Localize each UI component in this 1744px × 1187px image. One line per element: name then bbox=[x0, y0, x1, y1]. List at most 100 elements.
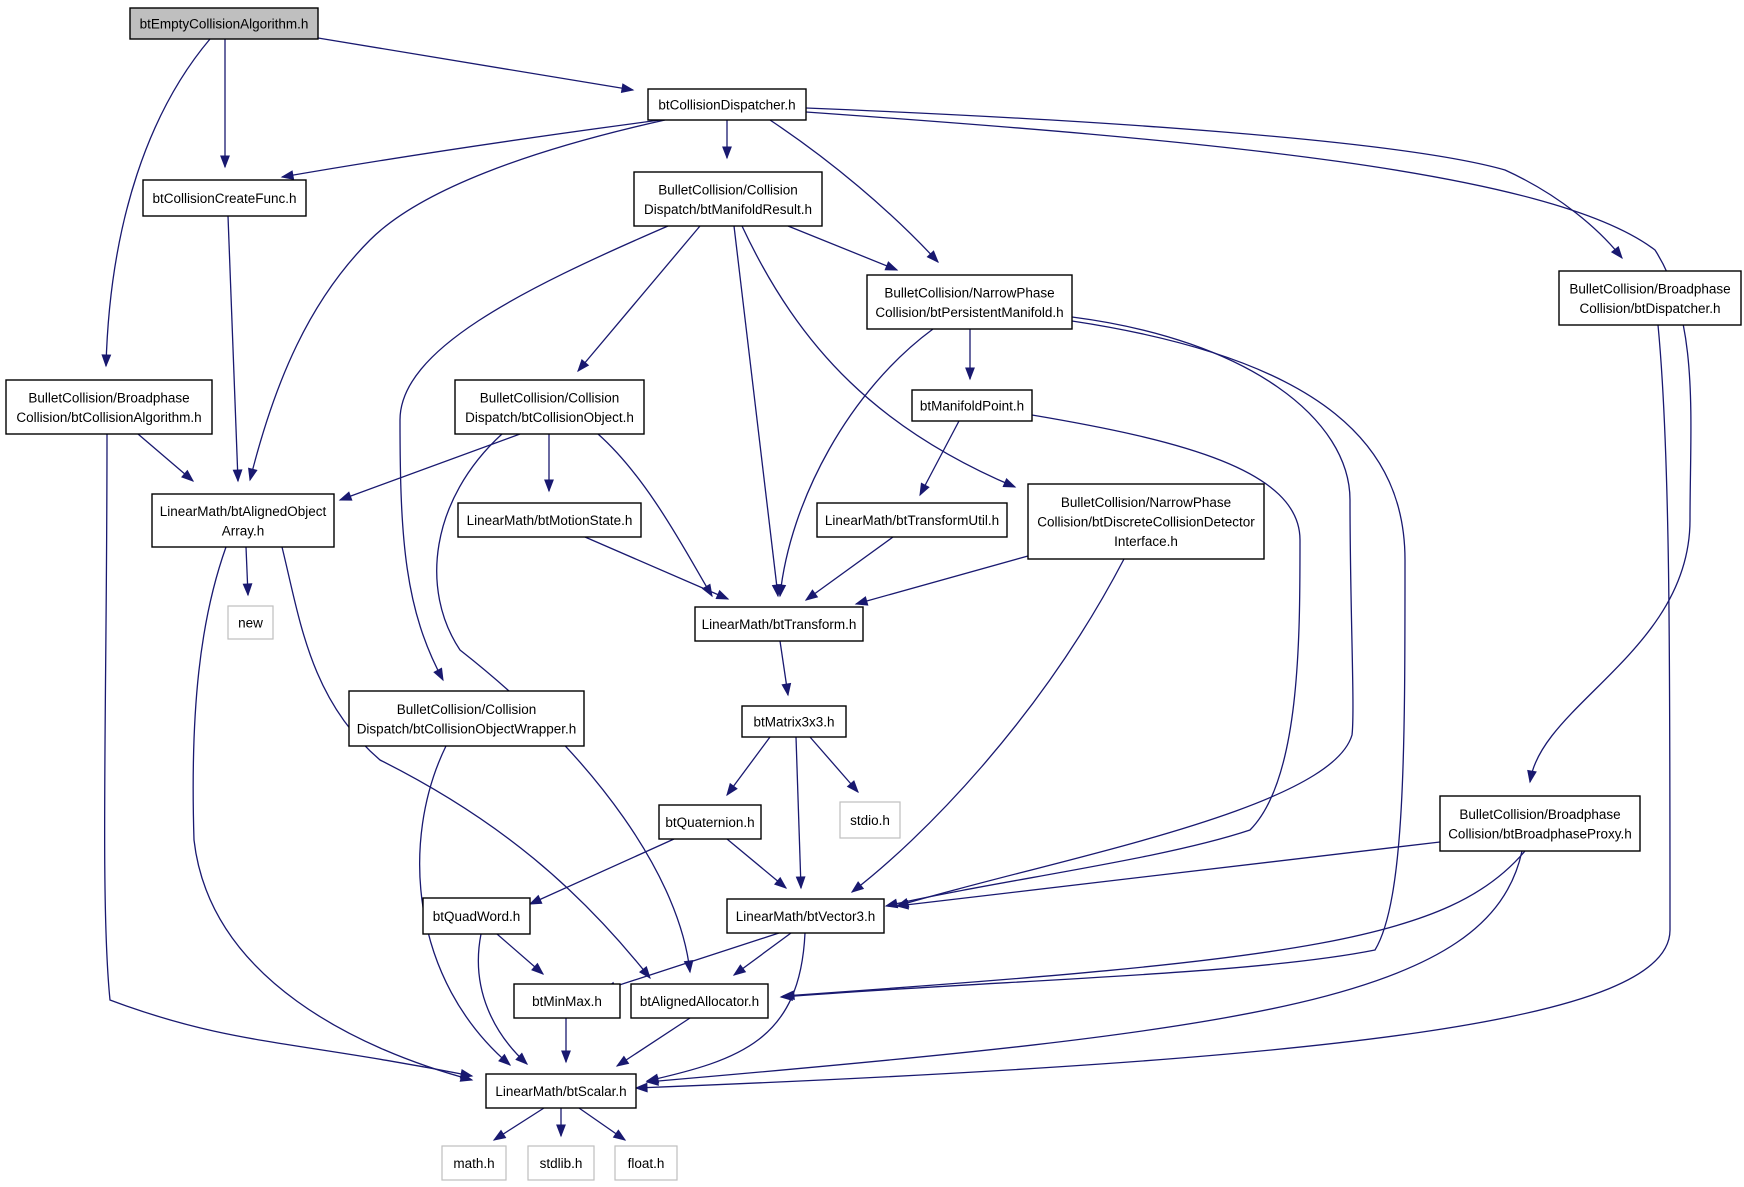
node-allocator[interactable]: btAlignedAllocator.h bbox=[630, 983, 769, 1019]
node-label: Collision/btCollisionAlgorithm.h bbox=[16, 410, 201, 425]
edge-dispatcher-to-alignedarray bbox=[248, 119, 666, 482]
node-label: BulletCollision/NarrowPhase bbox=[884, 285, 1054, 300]
edge-scalar-to-math bbox=[492, 1107, 545, 1141]
node-label: stdlib.h bbox=[540, 1156, 583, 1171]
node-quaternion[interactable]: btQuaternion.h bbox=[658, 804, 762, 840]
edge-layer bbox=[101, 37, 1692, 1141]
edge-dispatcher-to-bpdispatcher bbox=[805, 107, 1623, 260]
edge-minmax-to-scalar bbox=[561, 1018, 571, 1064]
edge-collobject-to-alignedarray bbox=[338, 433, 521, 501]
edge-scalar-to-float bbox=[578, 1107, 627, 1141]
node-transform[interactable]: LinearMath/btTransform.h bbox=[694, 606, 864, 642]
node-label: LinearMath/btScalar.h bbox=[495, 1084, 626, 1099]
node-manifoldresult[interactable]: BulletCollision/CollisionDispatch/btMani… bbox=[633, 171, 823, 227]
node-label: btAlignedAllocator.h bbox=[640, 994, 759, 1009]
edge-manifoldpoint-to-transformutil bbox=[919, 420, 960, 497]
node-createfunc[interactable]: btCollisionCreateFunc.h bbox=[142, 179, 307, 217]
node-label: btMatrix3x3.h bbox=[753, 715, 834, 730]
node-vector3[interactable]: LinearMath/btVector3.h bbox=[726, 898, 885, 934]
edge-motionstate-to-transform bbox=[584, 536, 730, 600]
node-label: LinearMath/btMotionState.h bbox=[467, 513, 633, 528]
edge-bpproxy-to-scalar bbox=[645, 850, 1523, 1086]
edge-persistent-to-transform bbox=[776, 328, 934, 598]
node-label: Dispatch/btCollisionObject.h bbox=[465, 410, 634, 425]
node-transformutil[interactable]: LinearMath/btTransformUtil.h bbox=[816, 502, 1008, 538]
node-label: Dispatch/btManifoldResult.h bbox=[644, 202, 812, 217]
edge-allocator-to-scalar bbox=[615, 1017, 691, 1067]
node-persistent[interactable]: BulletCollision/NarrowPhaseCollision/btP… bbox=[866, 274, 1073, 330]
node-layer: btEmptyCollisionAlgorithm.h btCollisionDi… bbox=[5, 7, 1742, 1181]
edge-root-to-createfunc bbox=[220, 39, 230, 169]
node-minmax[interactable]: btMinMax.h bbox=[513, 983, 621, 1019]
edge-alignedarray-to-new bbox=[242, 546, 253, 597]
node-label: Collision/btPersistentManifold.h bbox=[875, 305, 1063, 320]
node-discrete[interactable]: BulletCollision/NarrowPhaseCollision/btD… bbox=[1027, 483, 1265, 560]
node-label: LinearMath/btVector3.h bbox=[736, 909, 876, 924]
node-quadword[interactable]: btQuadWord.h bbox=[422, 897, 531, 935]
edge-persistent-to-manifoldpoint bbox=[965, 329, 975, 381]
edge-manifoldresult-to-transform bbox=[733, 225, 782, 598]
node-label: BulletCollision/Collision bbox=[658, 182, 798, 197]
node-matrix[interactable]: btMatrix3x3.h bbox=[741, 705, 847, 738]
edge-dispatcher-to-manifoldresult bbox=[722, 120, 732, 160]
edge-quaternion-to-quadword bbox=[528, 838, 675, 905]
node-label: math.h bbox=[453, 1156, 494, 1171]
node-collobject[interactable]: BulletCollision/CollisionDispatch/btColl… bbox=[454, 379, 645, 435]
edge-dispatcher-to-bpproxy bbox=[805, 111, 1692, 784]
edge-createfunc-to-alignedarray bbox=[227, 215, 243, 483]
node-label: btQuaternion.h bbox=[665, 815, 754, 830]
edge-discrete-to-transform bbox=[854, 555, 1029, 606]
node-label: LinearMath/btTransform.h bbox=[702, 617, 857, 632]
edge-vector3-to-allocator bbox=[732, 932, 792, 976]
node-label: btMinMax.h bbox=[532, 994, 602, 1009]
node-label: btQuadWord.h bbox=[433, 909, 521, 924]
edge-transformutil-to-transform bbox=[804, 536, 894, 601]
node-collalgo[interactable]: BulletCollision/BroadphaseCollision/btCo… bbox=[5, 379, 213, 435]
node-bpdispatcher[interactable]: BulletCollision/BroadphaseCollision/btDi… bbox=[1558, 270, 1742, 326]
node-label: BulletCollision/NarrowPhase bbox=[1061, 495, 1231, 510]
edge-quaternion-to-vector3 bbox=[726, 838, 788, 889]
node-label: btManifoldPoint.h bbox=[920, 399, 1024, 414]
node-label: new bbox=[238, 616, 263, 631]
edge-matrix-to-vector3 bbox=[795, 736, 806, 890]
node-root[interactable]: btEmptyCollisionAlgorithm.h bbox=[129, 7, 319, 40]
edge-matrix-to-stdio bbox=[809, 736, 859, 794]
edge-manifoldpoint-to-vector3 bbox=[884, 414, 1301, 909]
node-label: Collision/btDispatcher.h bbox=[1579, 301, 1720, 316]
node-dispatcher[interactable]: btCollisionDispatcher.h bbox=[647, 88, 807, 121]
node-stdlib: stdlib.h bbox=[527, 1145, 595, 1181]
node-motionstate[interactable]: LinearMath/btMotionState.h bbox=[457, 502, 642, 538]
edge-bpdispatcher-to-scalar bbox=[634, 324, 1671, 1093]
edge-scalar-to-stdlib bbox=[556, 1108, 566, 1138]
edge-vector3-to-scalar bbox=[645, 932, 806, 1084]
edge-discrete-to-vector3 bbox=[850, 558, 1125, 893]
node-label: BulletCollision/Broadphase bbox=[1569, 281, 1730, 296]
node-label: BulletCollision/Collision bbox=[397, 702, 537, 717]
node-manifoldpoint[interactable]: btManifoldPoint.h bbox=[911, 389, 1033, 422]
edge-dispatcher-to-createfunc bbox=[280, 119, 661, 180]
node-label: BulletCollision/Collision bbox=[480, 390, 620, 405]
node-label: Collision/btDiscreteCollisionDetector bbox=[1037, 515, 1255, 530]
node-label: Interface.h bbox=[1114, 534, 1178, 549]
edge-root-to-collalgo bbox=[101, 38, 211, 368]
edge-alignedarray-to-scalar bbox=[192, 546, 474, 1082]
node-label: BulletCollision/Broadphase bbox=[28, 390, 189, 405]
node-label: Array.h bbox=[222, 523, 265, 538]
node-scalar[interactable]: LinearMath/btScalar.h bbox=[485, 1073, 637, 1109]
node-label: Collision/btBroadphaseProxy.h bbox=[1448, 826, 1632, 841]
edge-dispatcher-to-persistent bbox=[769, 119, 939, 264]
node-label: btEmptyCollisionAlgorithm.h bbox=[140, 17, 309, 32]
edge-quadword-to-scalar bbox=[477, 933, 529, 1065]
node-label: btCollisionDispatcher.h bbox=[658, 98, 795, 113]
edge-quadword-to-minmax bbox=[496, 933, 545, 975]
edge-collobject-to-motionstate bbox=[544, 434, 554, 493]
node-label: LinearMath/btTransformUtil.h bbox=[825, 513, 999, 528]
node-wrapper[interactable]: BulletCollision/CollisionDispatch/btColl… bbox=[348, 690, 585, 747]
edge-manifoldresult-to-discrete bbox=[741, 225, 1017, 488]
edge-collalgo-to-alignedarray bbox=[137, 433, 195, 482]
node-label: BulletCollision/Broadphase bbox=[1459, 807, 1620, 822]
edge-transform-to-matrix bbox=[779, 640, 792, 697]
node-bpproxy[interactable]: BulletCollision/BroadphaseCollision/btBr… bbox=[1439, 795, 1641, 852]
